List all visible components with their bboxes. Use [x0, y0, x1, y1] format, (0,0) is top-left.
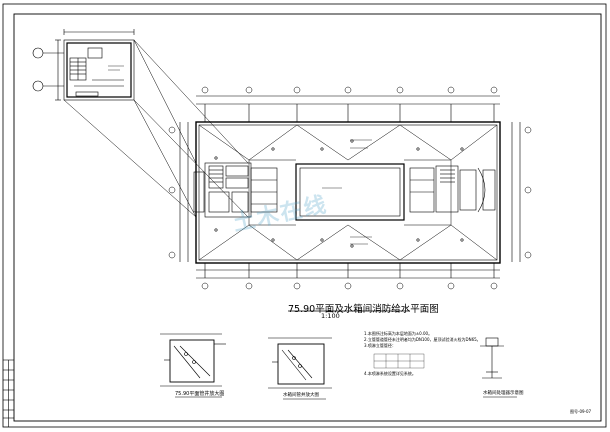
main-drawing-title: 75.90平面及水箱间消防给水平面图 [288, 304, 439, 315]
detail-pipe-shaft-1 [160, 333, 226, 387]
notes-underline [373, 353, 425, 369]
sheet-border [2, 3, 607, 428]
note-line: 3.喷淋立管管径： [364, 343, 396, 348]
main-drawing-scale: 1:100 [321, 312, 340, 320]
note-line: 1.本图所注标高为本层地面为±0.00。 [364, 331, 433, 336]
detail-pipe-shaft-2 [268, 337, 332, 389]
water-tank-room-plan [32, 29, 135, 101]
detail-processor-schematic [480, 337, 504, 379]
sheet-number: 图号-09-07 [570, 409, 592, 414]
note-line: 4.本喷淋系统设置详见系统。 [364, 371, 416, 376]
callout-lines [63, 39, 249, 218]
detail-1-title: 75.90平面管井放大图 [175, 391, 225, 397]
main-floor-plan [168, 86, 532, 290]
detail-2-title: 水箱间管井放大图 [283, 393, 319, 398]
detail-3-title: 水箱间处理器示意图 [483, 391, 524, 396]
note-line: 2.立管管道管径未注明者均为DN100，屋顶试验消火栓为DN65。 [364, 337, 481, 342]
